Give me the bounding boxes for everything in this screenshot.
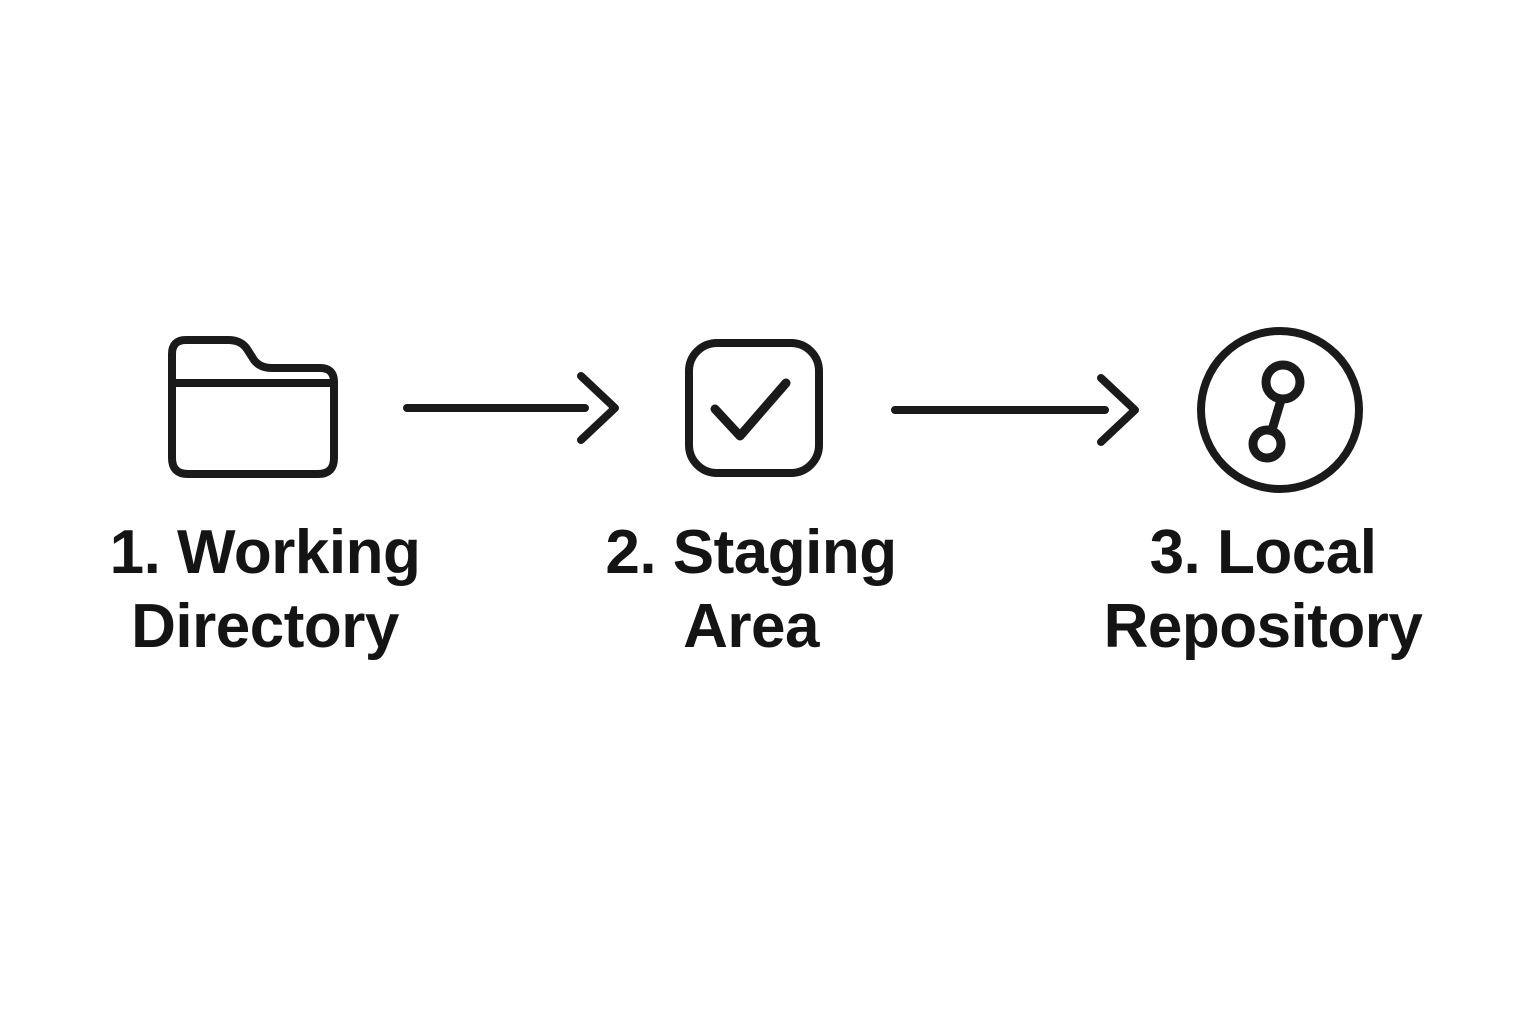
checkbox-check-icon (684, 338, 824, 478)
node-label-local-repository: 3. Local Repository (1053, 516, 1473, 664)
node-label-line: Area (683, 592, 819, 661)
node-label-line: 3. Local (1149, 518, 1377, 587)
arrow-right-icon (403, 366, 621, 450)
node-label-line: 1. Working (109, 518, 421, 587)
folder-icon (168, 336, 338, 478)
node-label-line: Repository (1103, 592, 1423, 661)
node-label-line: Directory (131, 592, 399, 661)
node-label-working-directory: 1. Working Directory (55, 516, 475, 664)
git-commit-icon (1196, 326, 1364, 494)
node-label-line: 2. Staging (605, 518, 897, 587)
arrow-right-icon (891, 368, 1141, 452)
node-label-staging-area: 2. Staging Area (541, 516, 961, 664)
